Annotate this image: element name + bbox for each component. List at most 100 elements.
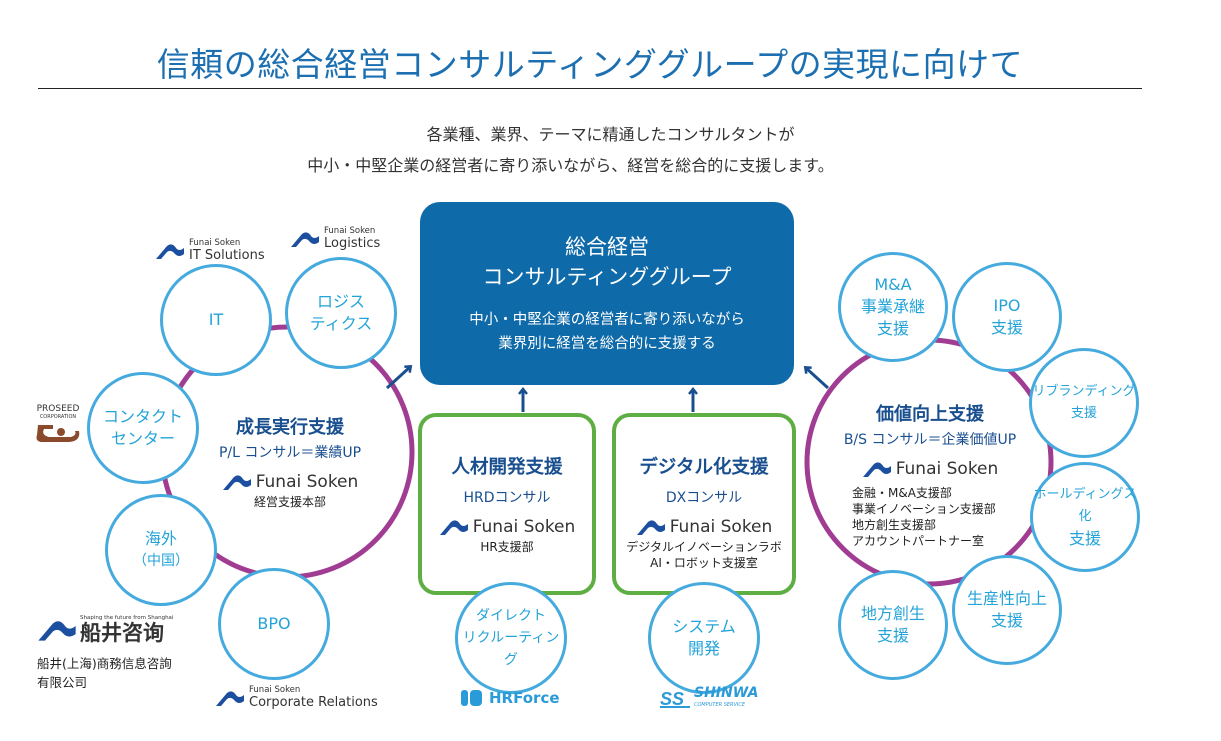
bubble-logistics: ロジス ティクス — [285, 257, 397, 369]
bubble-regional-line-1: 地方創生 — [860, 604, 925, 623]
bubble-regional: 地方創生 支援 — [838, 570, 948, 680]
bubble-ma-succession: M&A 事業承継 支援 — [838, 252, 948, 362]
logo-shanghai-main: 船井咨询 — [80, 621, 164, 645]
bubble-bpo-label: BPO — [257, 614, 291, 633]
hrd-subtitle: HRDコンサル — [463, 490, 551, 506]
bubble-overseas-line-2: （中国） — [133, 553, 189, 569]
hrd-box: 人材開発支援 HRDコンサル Funai Soken HR支援部 — [418, 413, 596, 595]
hrd-dept: HR支援部 — [480, 540, 534, 554]
arrow-left-to-core — [385, 364, 413, 390]
logo-hrforce-text: HRForce — [489, 689, 560, 707]
logo-cr-top: Funai Soken — [249, 685, 301, 695]
intro-line-2: 中小・中堅企業の経営者に寄り添いながら、経営を総合的に支援します。 — [307, 156, 834, 175]
bubble-contact-line-1: コンタクト — [102, 407, 183, 426]
logo-it-solutions: Funai Soken IT Solutions — [155, 238, 265, 263]
bubble-holdings-line-2: 支援 — [1068, 529, 1101, 548]
logo-funai-shanghai: Shaping the future from Shanghai 船井咨询 船井… — [37, 615, 173, 692]
funai-soken-logo: Funai Soken — [616, 517, 792, 537]
shanghai-caption-line-2: 有限公司 — [37, 675, 88, 690]
bubble-rebranding-line-2: 支援 — [1070, 406, 1097, 421]
bubble-it-label: IT — [208, 310, 224, 329]
right-ring-subtitle: B/S コンサル＝企業価値UP — [843, 432, 1017, 448]
logo-shinwa: SS SHINWA COMPUTER SERVICE — [660, 686, 759, 710]
logo-proseed-top: PROSEED — [36, 404, 80, 414]
funai-wave-icon — [156, 243, 184, 259]
funai-wave-icon — [862, 462, 891, 477]
bubble-ipo-line-1: IPO — [993, 296, 1021, 315]
title-divider — [38, 88, 1142, 89]
logo-logistics-main: Logistics — [324, 236, 381, 251]
page-title: 信頼の総合経営コンサルティンググループの実現に向けて — [156, 45, 1024, 84]
bubble-holdings-line-1: ホールディングス化 — [1033, 487, 1137, 524]
funai-soken-logo: Funai Soken — [190, 472, 390, 492]
funai-wave-icon — [636, 520, 665, 535]
bubble-overseas: 海外 （中国） — [105, 494, 217, 606]
dx-box: デジタル化支援 DXコンサル Funai Soken デジタルイノベーションラボ… — [612, 413, 796, 595]
dx-subtitle: DXコンサル — [665, 490, 743, 506]
intro-line-1: 各業種、業界、テーマに精通したコンサルタントが — [426, 125, 795, 144]
logo-proseed: PROSEED CORPORATION — [33, 405, 83, 447]
bubble-productivity-line-1: 生産性向上 — [966, 589, 1047, 608]
left-ring-title: 成長実行支援 — [236, 417, 344, 438]
left-ring-subtitle: P/L コンサル＝業績UP — [218, 445, 362, 461]
logo-it-top: Funai Soken — [189, 238, 241, 248]
bubble-ipo-line-2: 支援 — [990, 318, 1023, 337]
logo-proseed-main: CORPORATION — [39, 414, 77, 420]
bubble-bpo: BPO — [218, 568, 330, 680]
right-dept-3: 地方創生支援部 — [852, 518, 937, 532]
bubble-regional-line-2: 支援 — [876, 626, 909, 645]
logo-logistics-top: Funai Soken — [324, 226, 376, 236]
shinwa-mark-icon: SS — [660, 689, 690, 709]
bubble-productivity-line-2: 支援 — [990, 611, 1023, 630]
funai-wave-icon — [38, 621, 76, 641]
logo-logistics: Funai Soken Logistics — [290, 226, 380, 251]
logo-hrforce: HRForce — [460, 688, 560, 708]
bubble-system-line-2: 開発 — [687, 639, 720, 658]
bubble-system-dev: システム 開発 — [648, 582, 760, 694]
logo-cr-main: Corporate Relations — [249, 695, 378, 710]
bubble-direct-recruiting: ダイレクト リクルーティング — [455, 582, 567, 694]
arrow-right-to-core — [803, 365, 830, 390]
right-dept-1: 金融・M&A支援部 — [852, 486, 952, 500]
hrd-title: 人材開発支援 — [451, 457, 563, 478]
right-dept-4: アカウントパートナー室 — [852, 534, 985, 548]
logo-shinwa-text: SHINWA — [694, 685, 759, 701]
proseed-eye-icon — [36, 425, 80, 442]
bubble-ma-line-1: M&A — [874, 275, 912, 294]
bubble-rebranding-line-1: リブランディング — [1032, 384, 1136, 399]
logo-shinwa-sub: COMPUTER SERVICE — [694, 702, 746, 708]
dx-title: デジタル化支援 — [639, 457, 769, 478]
bubble-recruit-line-1: ダイレクト — [476, 608, 546, 624]
hrforce-mark-icon — [461, 690, 482, 706]
logo-it-main: IT Solutions — [189, 248, 265, 263]
bubble-holdings: ホールディングス化 支援 — [1030, 462, 1140, 572]
core-sub-line-2: 業界別に経営を総合的に支援する — [498, 336, 716, 352]
funai-wave-icon — [291, 231, 319, 247]
bubble-logistics-line-2: ティクス — [309, 314, 373, 333]
logo-shanghai-tagline: Shaping the future from Shanghai — [80, 615, 174, 621]
core-title-line-1: 総合経営 — [565, 235, 649, 259]
dx-dept-1: デジタルイノベーションラボ — [626, 540, 782, 554]
core-sub-line-1: 中小・中堅企業の経営者に寄り添いながら — [469, 312, 745, 328]
funai-wave-icon — [216, 690, 244, 706]
core-group-box: 総合経営 コンサルティンググループ 中小・中堅企業の経営者に寄り添いながら 業界… — [420, 202, 794, 385]
right-ring-label: 価値向上支援 B/S コンサル＝企業価値UP Funai Soken 金融・M&… — [835, 400, 1025, 549]
funai-soken-logo: Funai Soken — [422, 517, 592, 537]
bubble-contact-center: コンタクト センター — [87, 372, 199, 484]
shanghai-caption-line-1: 船井(上海)商務信息咨詢 — [37, 656, 172, 671]
funai-wave-icon — [222, 475, 251, 490]
bubble-productivity: 生産性向上 支援 — [952, 555, 1062, 665]
bubble-ma-line-3: 支援 — [876, 319, 909, 338]
left-ring-dept: 経営支援本部 — [253, 495, 326, 509]
bubble-logistics-line-1: ロジス — [316, 292, 365, 311]
core-title-line-2: コンサルティンググループ — [482, 265, 732, 289]
bubble-overseas-line-1: 海外 — [144, 529, 177, 548]
bubble-rebranding: リブランディング 支援 — [1029, 348, 1139, 458]
svg-text:SS: SS — [660, 689, 684, 709]
left-ring-label: 成長実行支援 P/L コンサル＝業績UP Funai Soken 経営支援本部 — [190, 413, 390, 510]
bubble-it: IT — [160, 264, 272, 376]
funai-soken-logo: Funai Soken — [835, 459, 1025, 479]
bubble-ma-line-2: 事業承継 — [860, 297, 925, 316]
logo-corporate-relations: Funai Soken Corporate Relations — [215, 685, 378, 710]
funai-wave-icon — [439, 520, 468, 535]
